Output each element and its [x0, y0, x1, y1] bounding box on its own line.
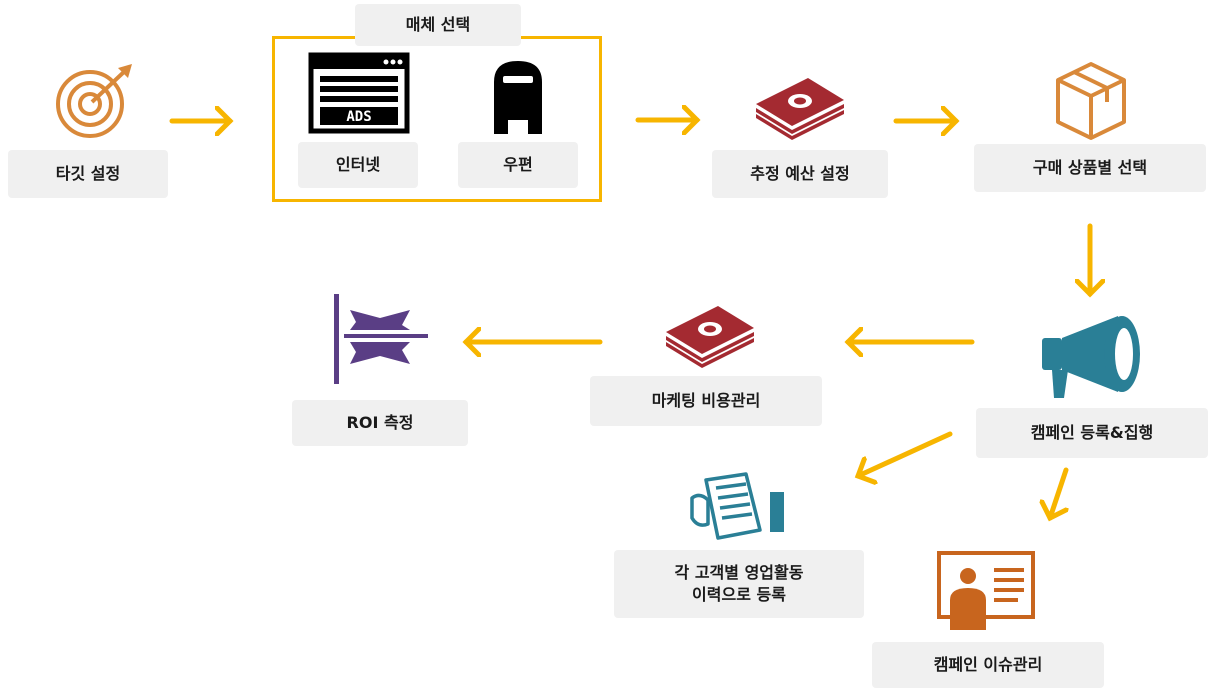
hand-document-icon: [690, 472, 784, 540]
internet-label: 인터넷: [298, 142, 418, 188]
mailbox-icon: [494, 61, 542, 134]
media-selection-title: 매체 선택: [355, 4, 521, 46]
megaphone-icon: [1042, 316, 1140, 398]
campaign-issue-label: 캠페인 이슈관리: [872, 642, 1104, 688]
sales-history-label: 각 고객별 영업활동 이력으로 등록: [614, 550, 864, 618]
id-card-icon: [937, 551, 1035, 630]
roi-label: ROI 측정: [292, 400, 468, 446]
roi-icon: [334, 294, 428, 384]
arrow-campaign-to-sales: [858, 431, 953, 476]
sales-history-line2: 이력으로 등록: [692, 585, 786, 604]
post-label: 우편: [458, 142, 578, 188]
ads-browser-icon: ADS: [308, 52, 410, 134]
ads-text: ADS: [346, 109, 371, 125]
product-selection-label: 구매 상품별 선택: [974, 144, 1206, 192]
target-icon: [56, 64, 132, 138]
target-setting-label: 타깃 설정: [8, 150, 168, 198]
box-icon: [1056, 62, 1126, 140]
budget-label: 추정 예산 설정: [712, 150, 888, 198]
sales-history-line1: 각 고객별 영업활동: [674, 563, 804, 583]
money-stack-icon: [756, 78, 844, 140]
marketing-cost-label: 마케팅 비용관리: [590, 376, 822, 426]
money-stack-icon: [666, 306, 754, 368]
arrow-campaign-to-issue: [1050, 467, 1066, 518]
campaign-register-label: 캠페인 등록&집행: [976, 408, 1208, 458]
